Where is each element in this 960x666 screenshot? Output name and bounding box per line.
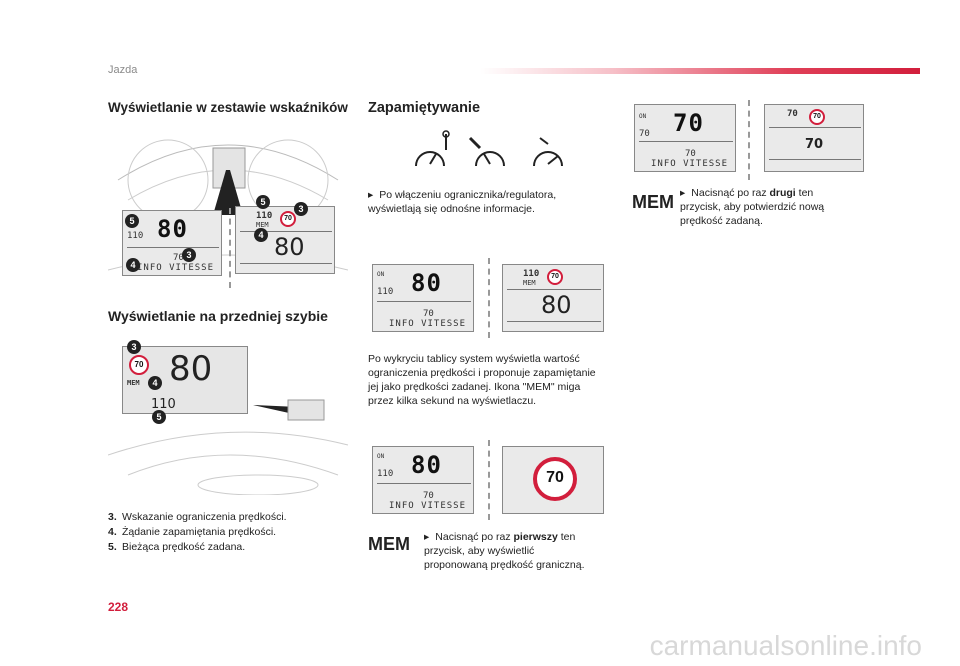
title-windscreen: Wyświetlanie na przedniej szybie	[108, 308, 328, 324]
lcd-d: ON 70 70 70 INFO VITESSE	[634, 104, 736, 172]
mem-button-2[interactable]: MEM	[632, 192, 674, 212]
lcd2-limit: 110	[256, 211, 273, 221]
title-cluster: Wyświetlanie w zestawie wskaźników	[108, 100, 348, 115]
speedometer-icons	[415, 130, 563, 167]
page-number: 228	[108, 600, 129, 614]
watermark: carmanualsonline.info	[649, 630, 922, 661]
divider	[488, 258, 490, 338]
bullet-icon: ▸	[424, 531, 430, 543]
badge-3b: 3	[294, 202, 308, 216]
hud-limit: 110	[151, 397, 176, 412]
divider	[748, 100, 750, 180]
lcd-a: ON 110 80 70 INFO VITESSE	[372, 264, 474, 332]
lcd-sign: 70	[502, 446, 604, 514]
lcd-c: ON 110 80 70 INFO VITESSE	[372, 446, 474, 514]
speedometer-on-icon	[468, 136, 505, 167]
hud-display: 70 80 MEM 110	[122, 346, 248, 414]
mem-button[interactable]: MEM	[368, 534, 410, 554]
lcd-e: 70 70 70	[764, 104, 864, 172]
badge-3: 3	[182, 248, 196, 262]
divider	[488, 440, 490, 520]
hud-speed: 80	[169, 349, 213, 389]
speedometer-fast-icon	[533, 137, 563, 167]
badge-4b: 4	[254, 228, 268, 242]
lcd2-mem: MEM	[256, 221, 269, 229]
bullet-1: ▸Po włączeniu ogranicznika/regulatora, w…	[368, 189, 557, 215]
badge-5: 5	[125, 214, 139, 228]
lcd-info: INFO VITESSE	[137, 263, 215, 273]
hud-sign: 70	[129, 355, 149, 375]
badge-5c: 5	[152, 410, 166, 424]
bullet-2: ▸Nacisnąć po raz pierwszy ten przycisk, …	[424, 531, 585, 571]
divider	[229, 208, 231, 288]
badge-5b: 5	[256, 195, 270, 209]
header-accent-bar	[480, 68, 920, 74]
speedometer-icon	[415, 130, 450, 167]
lcd2-speed: 80	[274, 233, 305, 261]
lcd-b: 110 MEM 70 80	[502, 264, 604, 332]
badge-4: 4	[126, 258, 140, 272]
speed-sign-70: 70	[533, 457, 577, 501]
windscreen-drawing	[108, 399, 349, 495]
legend-list: 3.Wskazanie ograniczenia prędkości. 4.Żą…	[108, 510, 287, 555]
description-paragraph: Po wykryciu tablicy system wyświetla war…	[368, 353, 596, 407]
badge-4c: 4	[148, 376, 162, 390]
lcd-speed: 80	[157, 215, 188, 243]
badge-3c: 3	[127, 340, 141, 354]
bullet-icon: ▸	[680, 187, 686, 199]
title-memorising: Zapamiętywanie	[368, 100, 481, 116]
legend-item: 5.Bieżąca prędkość zadana.	[108, 541, 246, 553]
legend-item: 4.Żądanie zapamiętania prędkości.	[108, 526, 277, 538]
lcd-limit: 110	[127, 231, 144, 241]
lcd2-sign: 70	[280, 211, 296, 227]
cluster-lcd-2: 110 MEM 70 80	[235, 206, 335, 274]
hud-mem: MEM	[127, 379, 140, 387]
bullet-3: ▸Nacisnąć po raz drugi ten przycisk, aby…	[680, 187, 825, 227]
legend-item: 3.Wskazanie ograniczenia prędkości.	[108, 511, 287, 523]
bullet-icon: ▸	[368, 189, 374, 201]
section-label: Jazda	[108, 64, 138, 76]
lcd-target: 70	[173, 253, 184, 263]
